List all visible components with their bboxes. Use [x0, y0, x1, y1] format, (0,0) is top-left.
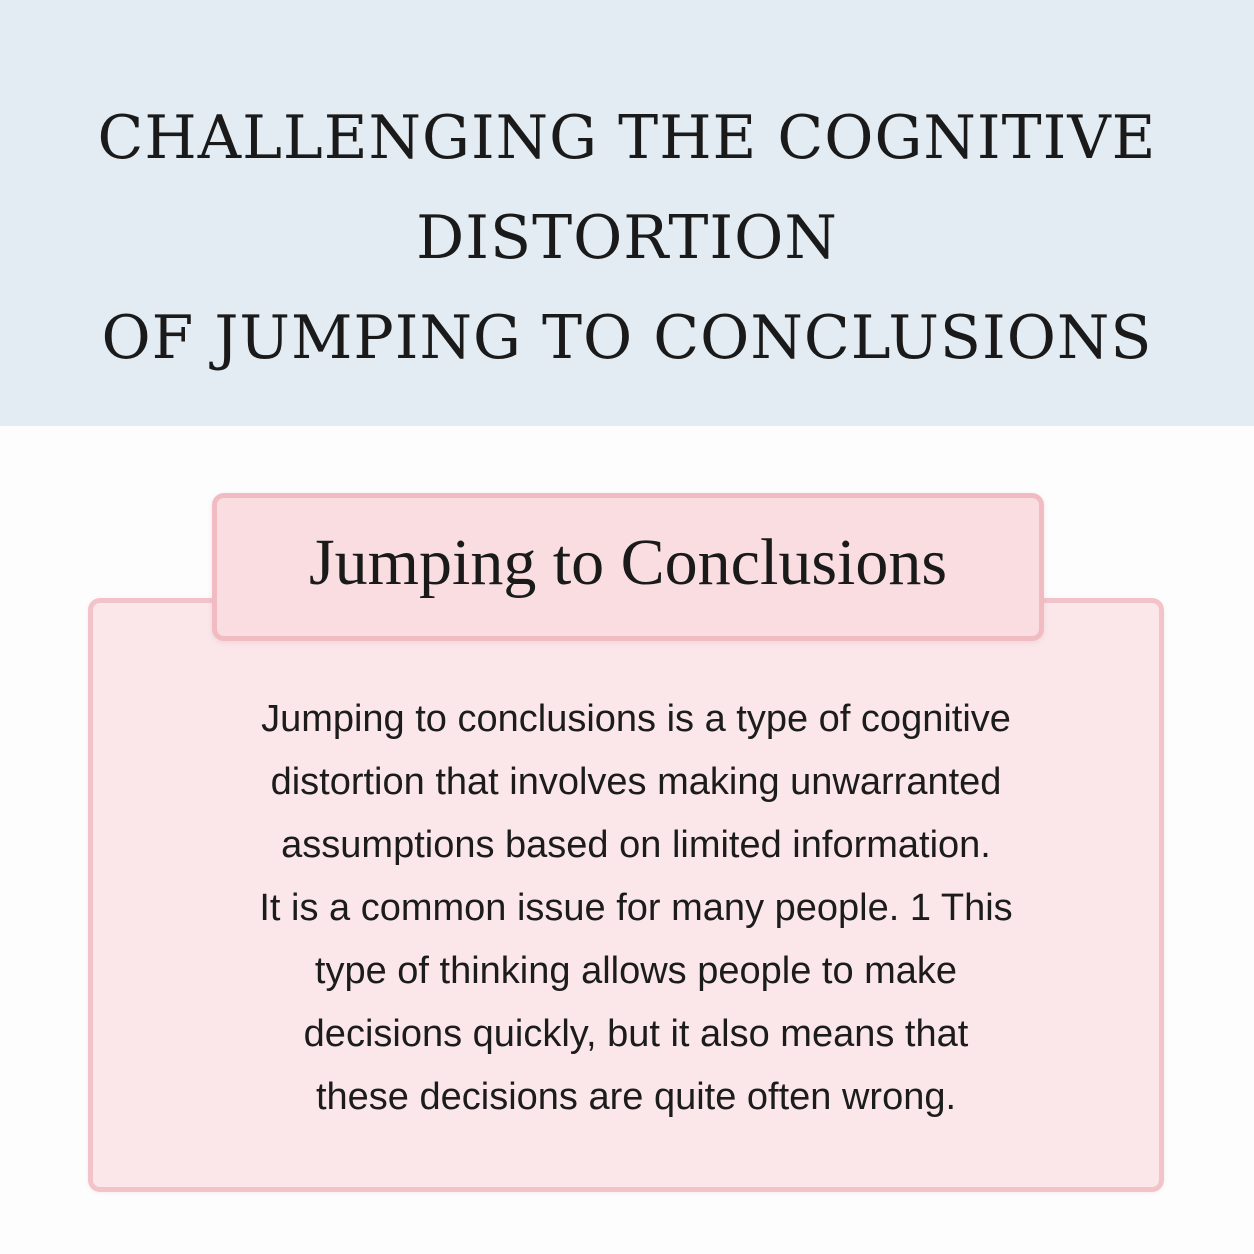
definition-card-tab: Jumping to Conclusions: [212, 493, 1044, 641]
card-body-text: Jumping to conclusions is a type of cogn…: [88, 688, 1184, 1129]
card-body-line-4: It is a common issue for many people. 1 …: [259, 887, 1013, 929]
card-body-line-2: distortion that involves making unwarran…: [270, 761, 1002, 803]
definition-card: [88, 598, 1164, 1192]
card-body-line-6: decisions quickly, but it also means tha…: [303, 1013, 969, 1055]
card-body-line-7: these decisions are quite often wrong.: [315, 1076, 957, 1118]
page-title-line-3: OF JUMPING TO CONCLUSIONS: [101, 303, 1153, 373]
page-title: CHALLENGING THE COGNITIVE DISTORTION OF …: [0, 88, 1254, 388]
page-title-line-2: DISTORTION: [416, 203, 838, 273]
page-title-line-1: CHALLENGING THE COGNITIVE: [97, 103, 1157, 173]
card-body-line-3: assumptions based on limited information…: [281, 824, 991, 866]
card-body-line-1: Jumping to conclusions is a type of cogn…: [261, 698, 1011, 740]
card-heading: Jumping to Conclusions: [308, 526, 948, 599]
card-body-line-5: type of thinking allows people to make: [314, 950, 958, 992]
header-banner: CHALLENGING THE COGNITIVE DISTORTION OF …: [0, 0, 1254, 426]
